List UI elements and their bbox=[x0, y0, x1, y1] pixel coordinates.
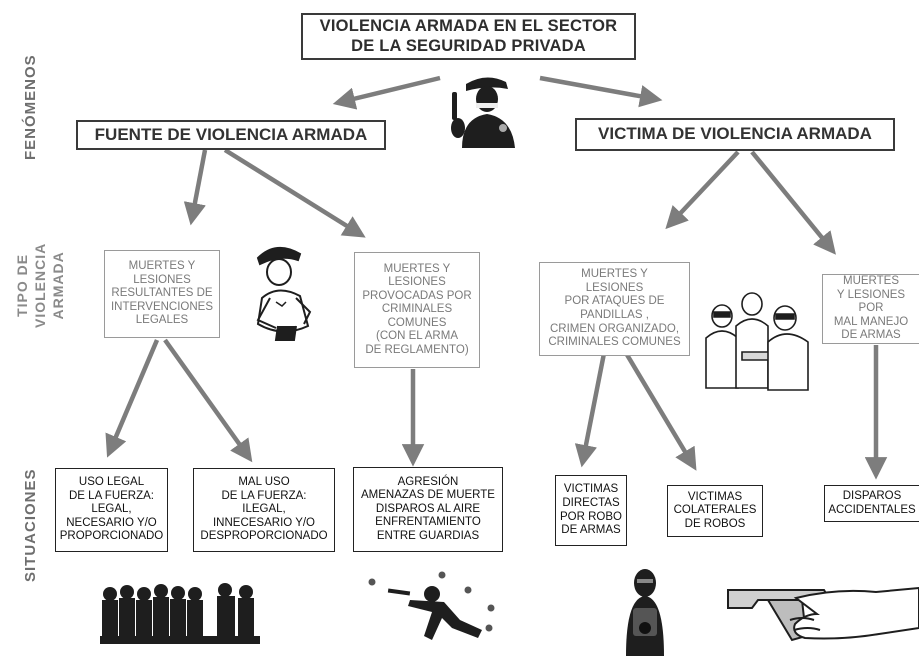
situation-line: ENTRE GUARDIAS bbox=[376, 529, 480, 542]
type-box-criminales: MUERTES Y LESIONES PROVOCADAS POR CRIMIN… bbox=[354, 252, 480, 368]
situation-line: COLATERALES bbox=[673, 504, 757, 517]
type-line: MAL MANEJO bbox=[833, 315, 909, 328]
situation-line: LEGAL, bbox=[91, 503, 132, 516]
situation-line: DE LA FUERZA: bbox=[221, 489, 307, 502]
fuente-box: FUENTE DE VIOLENCIA ARMADA bbox=[76, 120, 386, 150]
situation-line: DESPROPORCIONADO bbox=[200, 530, 328, 543]
situation-line: DISPAROS bbox=[842, 489, 902, 502]
criminals-group-icon bbox=[705, 292, 809, 391]
situation-line: PROPORCIONADO bbox=[59, 530, 164, 543]
arrow-box1-to-mal-uso bbox=[163, 338, 253, 463]
arrow-fuente-to-box1 bbox=[183, 149, 208, 226]
situation-line: AMENAZAS DE MUERTE bbox=[361, 489, 495, 502]
type-box-intervenciones: MUERTES Y LESIONES RESULTANTES DE INTERV… bbox=[104, 250, 220, 338]
type-line: CRIMINALES COMUNES bbox=[548, 336, 681, 349]
type-line: LESIONES bbox=[133, 273, 191, 286]
type-line: CRIMINALES bbox=[381, 303, 453, 316]
situation-line: DE LA FUERZA: bbox=[69, 489, 154, 502]
type-line: MUERTES Y bbox=[581, 268, 648, 281]
running-shooter-icon bbox=[368, 571, 495, 640]
type-line: LESIONES bbox=[388, 276, 446, 289]
type-box-mal-manejo: MUERTES Y LESIONES POR MAL MANEJO DE ARM… bbox=[822, 274, 919, 344]
situation-line: INNECESARIO Y/O bbox=[212, 516, 316, 529]
title-line1: VIOLENCIA ARMADA EN EL SECTOR bbox=[319, 17, 618, 36]
arrow-box1-to-uso-legal bbox=[105, 339, 160, 458]
arrow-victima-to-box3 bbox=[665, 150, 740, 230]
arrow-victima-to-box4 bbox=[750, 150, 836, 255]
situation-line: DIRECTAS bbox=[562, 496, 620, 509]
situation-line: VICTIMAS bbox=[687, 490, 743, 503]
victima-box: VICTIMA DE VIOLENCIA ARMADA bbox=[575, 118, 895, 151]
type-line: DE REGLAMENTO) bbox=[365, 343, 469, 356]
female-guard-icon bbox=[256, 247, 312, 341]
situation-line: DE ARMAS bbox=[561, 524, 621, 537]
situation-line: USO LEGAL bbox=[78, 476, 145, 489]
guard-radio-icon bbox=[451, 77, 515, 148]
situation-line: ENFRENTAMIENTO bbox=[375, 516, 481, 529]
arrow-title-to-fuente bbox=[332, 75, 441, 110]
type-line: RESULTANTES DE bbox=[111, 287, 213, 300]
situation-box-accidentales: DISPAROS ACCIDENTALES bbox=[824, 485, 919, 522]
situation-line: DE ROBOS bbox=[684, 517, 746, 530]
type-line: PANDILLAS , bbox=[580, 309, 649, 321]
situation-line: DISPAROS AL AIRE bbox=[375, 502, 481, 515]
arrow-title-to-victima bbox=[539, 75, 663, 108]
situation-box-agresion: AGRESIÓN AMENAZAS DE MUERTE DISPAROS AL … bbox=[353, 467, 503, 552]
situation-line: MAL USO bbox=[238, 476, 290, 489]
situation-line: ILEGAL, bbox=[242, 503, 286, 516]
type-line: (CON EL ARMA bbox=[375, 330, 458, 343]
situation-box-directas: VICTIMAS DIRECTAS POR ROBO DE ARMAS bbox=[555, 475, 627, 546]
situation-box-mal-uso: MAL USO DE LA FUERZA: ILEGAL, INNECESARI… bbox=[193, 468, 335, 552]
type-box-pandillas: MUERTES Y LESIONES POR ATAQUES DE PANDIL… bbox=[539, 262, 690, 356]
type-line: DE ARMAS bbox=[841, 329, 901, 342]
situation-line: VICTIMAS bbox=[563, 483, 619, 496]
title-box: VIOLENCIA ARMADA EN EL SECTOR DE LA SEGU… bbox=[301, 13, 636, 60]
masked-gunman-icon bbox=[626, 569, 664, 656]
type-line: COMUNES bbox=[387, 316, 447, 329]
type-line: PROVOCADAS POR bbox=[362, 289, 472, 302]
situation-box-uso-legal: USO LEGAL DE LA FUERZA: LEGAL, NECESARIO… bbox=[55, 468, 168, 552]
situation-box-colaterales: VICTIMAS COLATERALES DE ROBOS bbox=[667, 485, 763, 537]
situation-line: POR ROBO bbox=[560, 510, 622, 523]
type-line: LEGALES bbox=[135, 314, 189, 327]
arrow-fuente-to-box2 bbox=[223, 148, 366, 238]
type-line: CRIMEN ORGANIZADO, bbox=[549, 322, 680, 335]
type-line: INTERVENCIONES bbox=[110, 300, 214, 313]
situation-line: AGRESIÓN bbox=[397, 475, 459, 488]
type-line: MUERTES Y bbox=[128, 260, 196, 273]
type-line: MUERTES Y bbox=[383, 262, 451, 275]
title-line2: DE LA SEGURIDAD PRIVADA bbox=[351, 36, 586, 55]
type-line: Y LESIONES POR bbox=[836, 288, 906, 315]
type-line: POR ATAQUES DE bbox=[564, 295, 665, 308]
riot-police-silhouette-icon bbox=[100, 583, 260, 644]
type-line: MUERTES bbox=[842, 275, 900, 288]
type-line: LESIONES bbox=[585, 281, 644, 294]
situation-line: ACCIDENTALES bbox=[828, 503, 916, 516]
hand-pistol-icon bbox=[727, 586, 919, 642]
situation-line: NECESARIO Y/O bbox=[66, 516, 157, 529]
